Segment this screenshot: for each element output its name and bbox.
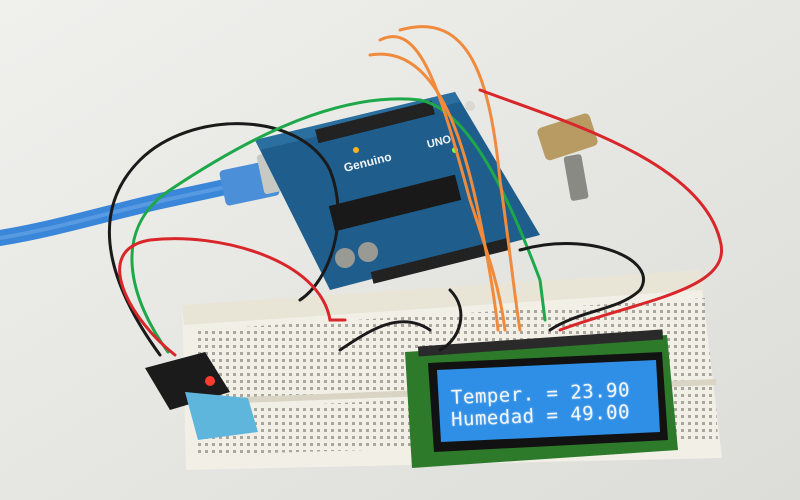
dht11-sensor	[145, 352, 258, 440]
arduino-board	[255, 92, 540, 290]
potentiometer	[537, 113, 598, 201]
lcd-module	[405, 329, 678, 468]
jumper-wires	[107, 25, 724, 357]
board-model-label: UNO	[426, 133, 453, 151]
